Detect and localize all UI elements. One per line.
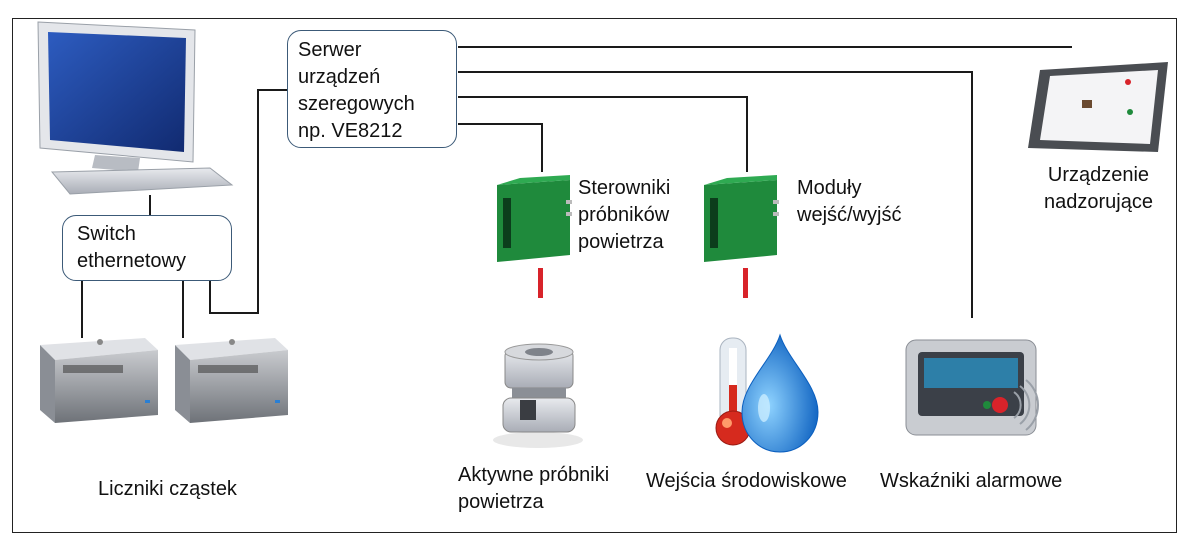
serial-server-label-line1: Serwer urządzeń — [298, 39, 381, 88]
line-server-sampler-ctrl — [458, 123, 543, 172]
serial-server-label-line2: szeregowych — [298, 93, 415, 115]
connector-sampler — [538, 268, 543, 298]
sampler-controllers-line1: Sterowniki — [578, 177, 671, 199]
supervisor-label-line1: Urządzenie — [1047, 164, 1150, 186]
supervisor-label: Urządzenie nadzorujące — [1044, 162, 1153, 216]
sampler-controllers-line3: powietrza — [578, 231, 664, 253]
diagram-frame — [12, 18, 1177, 533]
io-modules-label: Moduły wejść/wyjść — [797, 175, 901, 229]
active-samplers-line1: Aktywne próbniki — [458, 464, 610, 486]
line-server-alarm — [458, 71, 973, 318]
switch-label-line1: Switch — [77, 223, 136, 245]
active-samplers-line2: powietrza — [458, 491, 544, 513]
sampler-controllers-label: Sterowniki próbników powietrza — [578, 175, 670, 256]
sampler-controllers-line2: próbników — [578, 204, 670, 226]
supervisor-label-line2: nadzorujące — [1044, 191, 1153, 213]
active-samplers-label: Aktywne próbniki powietrza — [458, 462, 609, 516]
switch-box: Switch ethernetowy — [62, 215, 232, 281]
line-server-io — [458, 96, 748, 172]
alarm-indicators-label: Wskaźniki alarmowe — [880, 470, 1063, 492]
switch-label-line2: ethernetowy — [77, 250, 186, 272]
connector-io — [743, 268, 748, 298]
serial-server-label-line3: np. VE8212 — [298, 120, 403, 142]
line-server-switch — [209, 89, 287, 314]
io-modules-line1: Moduły — [797, 177, 862, 199]
environmental-inputs-label: Wejścia środowiskowe — [646, 470, 847, 492]
io-modules-line2: wejść/wyjść — [797, 204, 902, 226]
particle-counters-label: Liczniki cząstek — [98, 478, 237, 500]
serial-server-box: Serwer urządzeń szeregowych np. VE8212 — [287, 30, 457, 148]
